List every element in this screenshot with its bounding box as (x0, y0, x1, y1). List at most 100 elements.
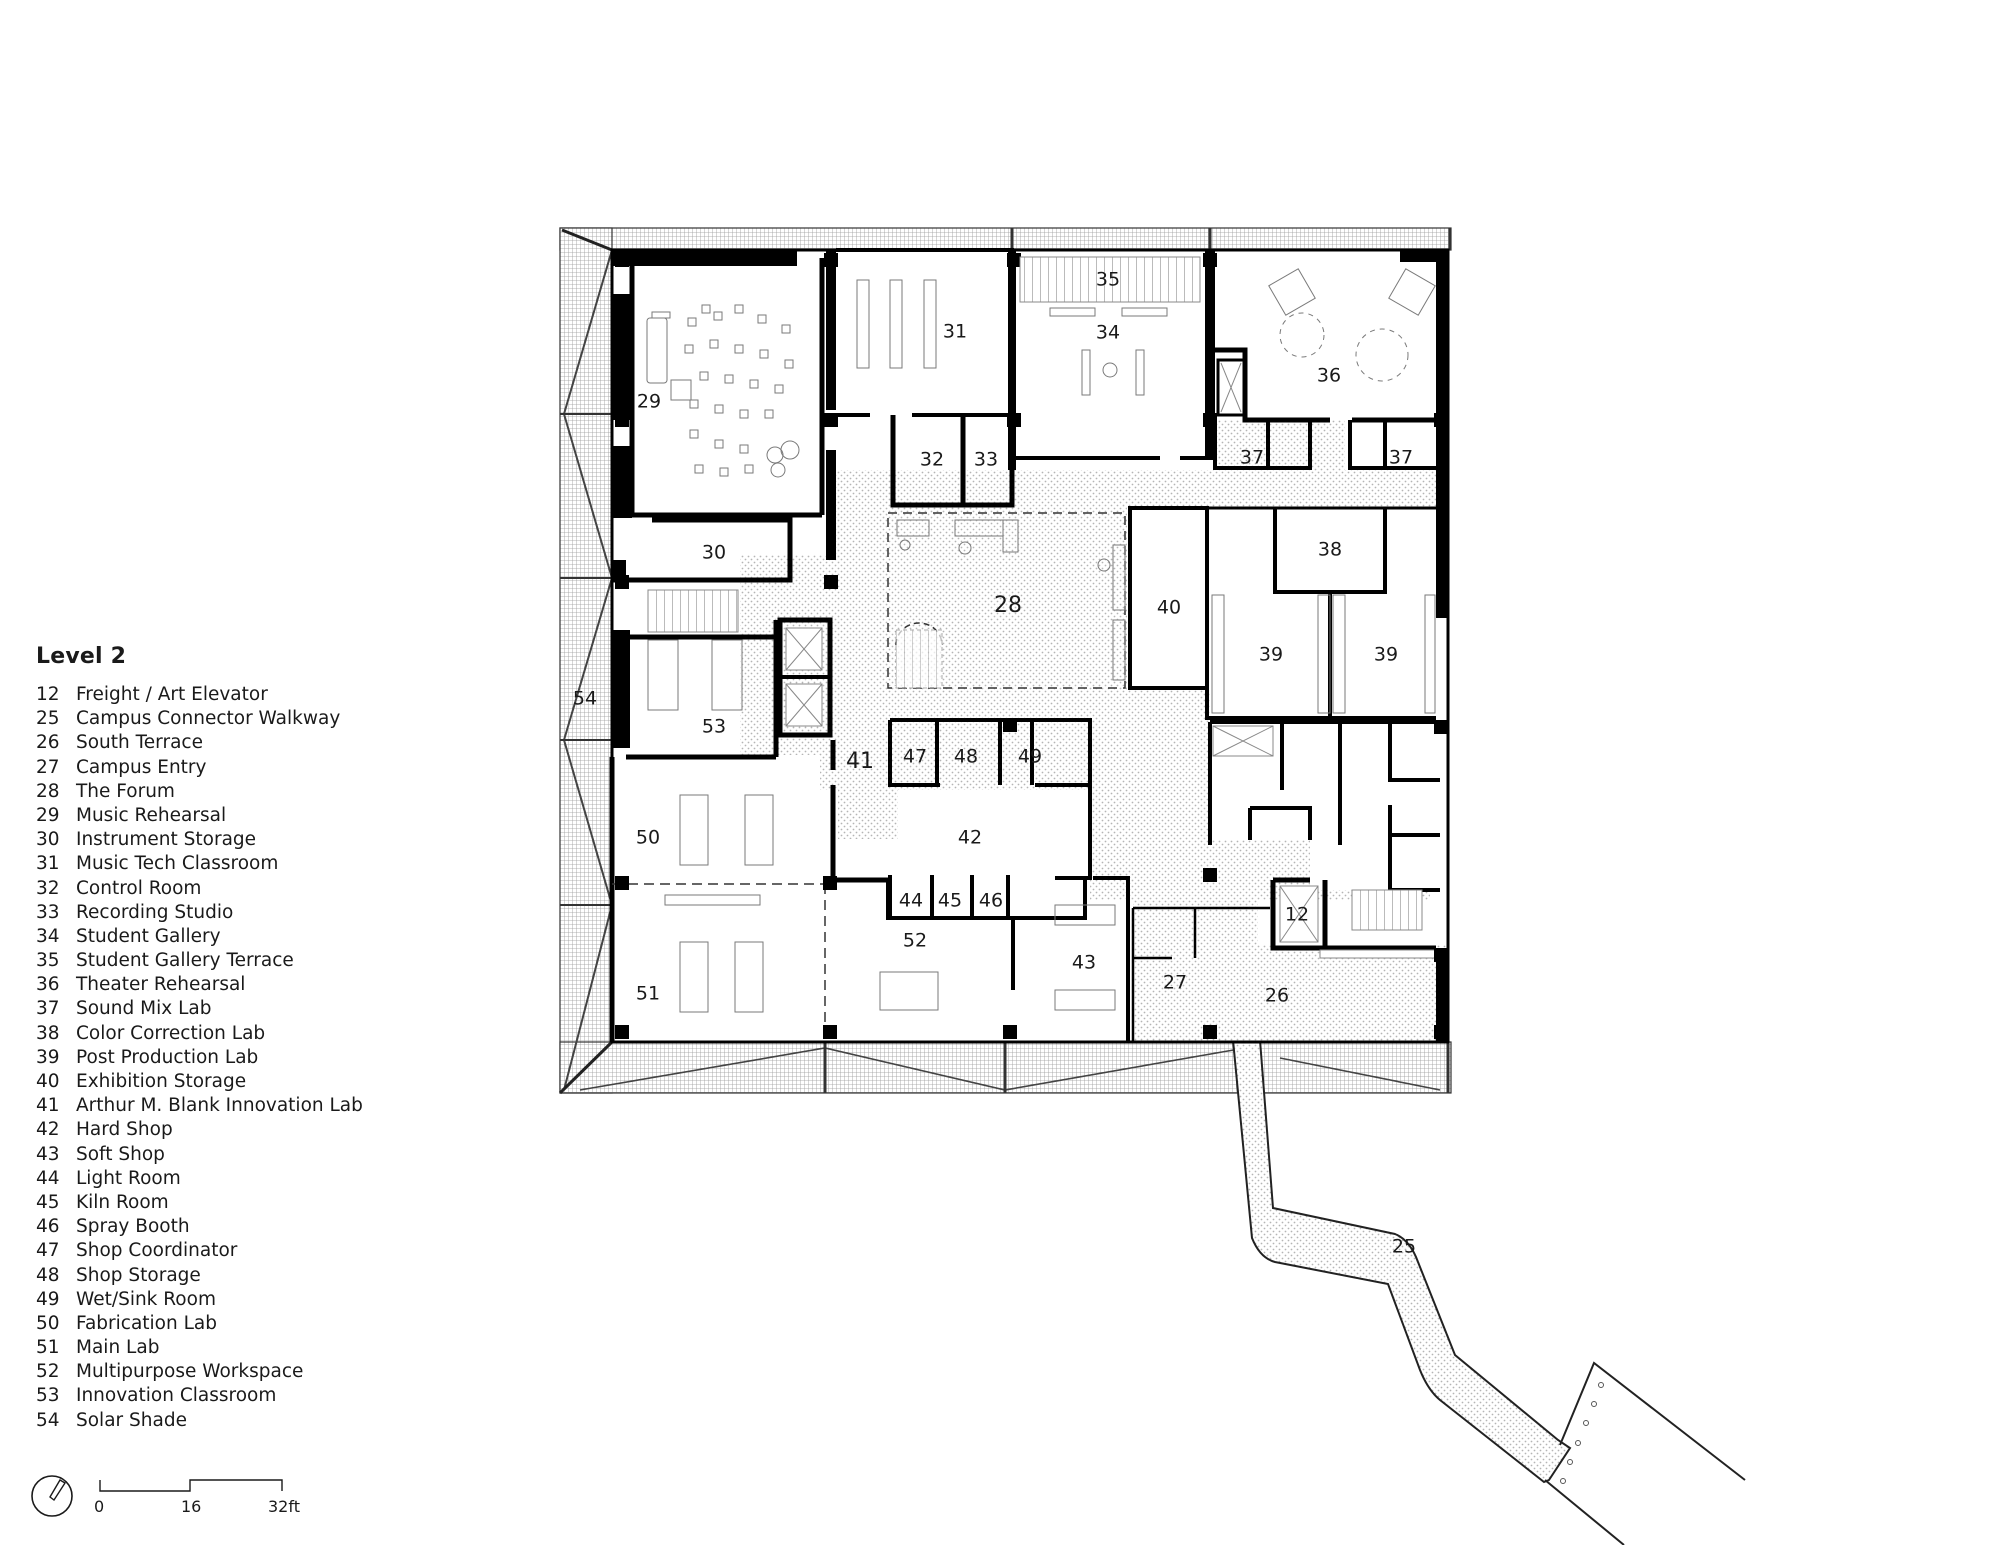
room-label-47: 47 (903, 746, 927, 768)
legend-label: Recording Studio (76, 901, 234, 923)
room-label-37b: 37 (1389, 447, 1413, 469)
legend-label: Freight / Art Elevator (76, 684, 268, 705)
legend-num: 30 (36, 829, 60, 851)
legend-item: 33 Recording Studio (36, 901, 396, 925)
room-label-34: 34 (1096, 322, 1120, 344)
scale-block: 0 16 32ft (30, 1472, 350, 1532)
scale-tick-16: 16 (181, 1497, 201, 1516)
legend-label: Post Production Lab (76, 1046, 259, 1068)
legend-label: The Forum (76, 780, 175, 802)
legend-label: Hard Shop (76, 1119, 173, 1141)
room-label-40: 40 (1157, 597, 1181, 619)
room-label-41: 41 (846, 749, 874, 774)
legend-num: 12 (36, 684, 60, 705)
legend-item: 43 Soft Shop (36, 1143, 396, 1167)
legend-label: Innovation Classroom (76, 1385, 277, 1407)
legend-num: 39 (36, 1046, 60, 1068)
legend-item: 49 Wet/Sink Room (36, 1288, 396, 1312)
room-label-43: 43 (1072, 952, 1096, 974)
room-label-26: 26 (1265, 985, 1289, 1007)
legend-num: 36 (36, 974, 60, 996)
legend-item: 40 Exhibition Storage (36, 1070, 396, 1094)
legend-label: Color Correction Lab (76, 1022, 266, 1044)
legend-num: 54 (36, 1409, 60, 1431)
room-label-29: 29 (637, 391, 661, 413)
legend-num: 25 (36, 708, 60, 730)
room-label-52: 52 (903, 930, 927, 952)
room-label-28: 28 (994, 593, 1022, 618)
legend-num: 41 (36, 1095, 60, 1117)
legend-label: South Terrace (76, 732, 203, 754)
legend-num: 33 (36, 901, 60, 923)
legend-label: Main Lab (76, 1337, 160, 1359)
room-label-51: 51 (636, 983, 660, 1005)
legend-label: Sound Mix Lab (76, 998, 212, 1020)
room-label-39a: 39 (1259, 644, 1283, 666)
legend-label: Exhibition Storage (76, 1071, 247, 1092)
legend-title: Level 2 (36, 644, 127, 669)
legend-label: Solar Shade (76, 1409, 187, 1431)
room-label-50: 50 (636, 827, 660, 849)
room-label-12: 12 (1285, 904, 1309, 926)
room-label-35: 35 (1096, 269, 1120, 291)
legend-num: 49 (36, 1288, 60, 1310)
room-label-33: 33 (974, 449, 998, 471)
legend-label: Student Gallery (76, 925, 221, 947)
legend: Level 2 12 Freight / Art Elevator 25 Campu… (36, 644, 396, 1433)
legend-label: Instrument Storage (76, 829, 257, 851)
legend-label: Shop Storage (76, 1264, 201, 1286)
legend-num: 40 (36, 1071, 60, 1092)
scale-bar: 0 16 32ft (94, 1479, 300, 1516)
legend-label: Wet/Sink Room (76, 1288, 216, 1310)
scale-tick-32ft: 32ft (268, 1497, 300, 1516)
room-label-39b: 39 (1374, 644, 1398, 666)
legend-item: 53 Innovation Classroom (36, 1384, 396, 1408)
legend-label: Campus Connector Walkway (76, 708, 341, 730)
legend-num: 34 (36, 925, 60, 947)
legend-num: 35 (36, 950, 60, 972)
legend-label: Multipurpose Workspace (76, 1361, 304, 1383)
legend-label: Fabrication Lab (76, 1312, 217, 1334)
legend-num: 31 (36, 853, 60, 875)
legend-num: 43 (36, 1143, 60, 1165)
legend-num: 27 (36, 756, 60, 778)
legend-label: Spray Booth (76, 1216, 190, 1238)
room-label-48: 48 (954, 746, 978, 768)
legend-num: 37 (36, 998, 60, 1020)
room-label-36: 36 (1317, 365, 1341, 387)
legend-num: 29 (36, 804, 60, 826)
legend-item: 30 Instrument Storage (36, 828, 396, 852)
legend-label: Music Tech Classroom (76, 853, 279, 875)
legend-num: 52 (36, 1361, 60, 1383)
legend-num: 46 (36, 1216, 60, 1238)
campus-connector-walkway (1231, 1039, 1746, 1545)
room-label-45: 45 (938, 890, 962, 912)
legend-item: 52 Multipurpose Workspace (36, 1360, 396, 1384)
legend-label: Theater Rehearsal (76, 974, 246, 996)
room-label-38: 38 (1318, 539, 1342, 561)
room-label-32: 32 (920, 449, 944, 471)
legend-item: 34 Student Gallery (36, 925, 396, 949)
furniture (646, 256, 1436, 1013)
legend-item: 37 Sound Mix Lab (36, 997, 396, 1021)
legend-num: 26 (36, 732, 60, 754)
legend-item: 26 South Terrace (36, 731, 396, 755)
room-label-31: 31 (943, 321, 967, 343)
legend-item: 12 Freight / Art Elevator (36, 683, 396, 707)
legend-item: 54 Solar Shade (36, 1409, 396, 1433)
room-label-27: 27 (1163, 972, 1187, 994)
legend-label: Soft Shop (76, 1143, 165, 1165)
legend-num: 53 (36, 1385, 60, 1407)
room-label-49: 49 (1018, 746, 1042, 768)
